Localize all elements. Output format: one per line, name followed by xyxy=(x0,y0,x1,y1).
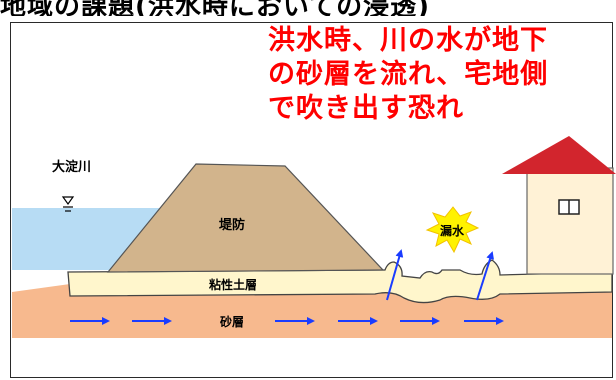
window-icon xyxy=(558,199,580,215)
clay-layer xyxy=(67,259,613,304)
river-label: 大淀川 xyxy=(52,160,92,175)
sand-layer xyxy=(12,284,612,338)
levee-label: 堤防 xyxy=(219,218,246,233)
sand-layer-label: 砂層 xyxy=(220,315,245,329)
seepage-arrows xyxy=(70,249,504,325)
callout-line: の砂層を流れ、宅地側 xyxy=(268,59,549,90)
water-level-triangle-icon xyxy=(61,196,75,212)
levee xyxy=(106,163,385,273)
house-icon xyxy=(502,136,616,275)
upflow-arrow xyxy=(386,249,404,301)
callout-line: で吹き出す恐れ xyxy=(268,93,464,124)
upflow-arrow xyxy=(476,251,494,301)
warning-callout: 洪水時、川の水が地下 の砂層を流れ、宅地側 で吹き出す恐れ xyxy=(268,24,568,126)
leak-label: 漏水 xyxy=(440,224,465,238)
starburst-icon xyxy=(425,206,480,254)
clay-layer-label: 粘性土層 xyxy=(209,278,258,292)
callout-line: 洪水時、川の水が地下 xyxy=(268,25,548,56)
header-title: 地域の課題(洪水時においての浸透) xyxy=(0,0,430,16)
